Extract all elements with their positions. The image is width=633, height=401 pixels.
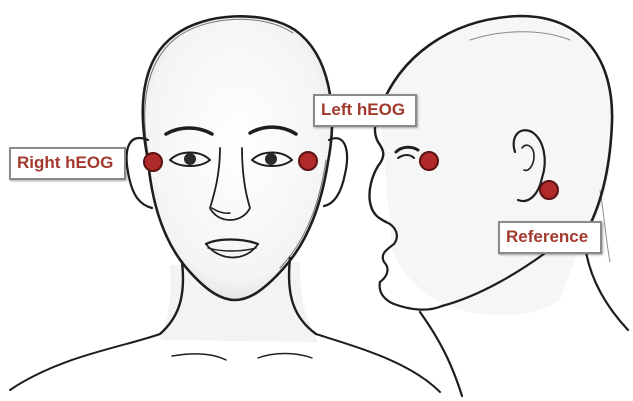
front-face-sketch	[10, 16, 440, 392]
electrode-right-heog	[144, 153, 162, 171]
label-reference-text: Reference	[506, 227, 588, 246]
electrode-reference	[540, 181, 558, 199]
label-reference: Reference	[498, 221, 602, 254]
profile-face-sketch	[369, 16, 628, 396]
label-right-heog-text: Right hEOG	[17, 153, 113, 172]
label-right-heog: Right hEOG	[9, 147, 126, 180]
electrode-left-heog-profile	[420, 152, 438, 170]
electrode-left-heog	[299, 152, 317, 170]
label-left-heog: Left hEOG	[313, 94, 417, 127]
label-left-heog-text: Left hEOG	[321, 100, 405, 119]
